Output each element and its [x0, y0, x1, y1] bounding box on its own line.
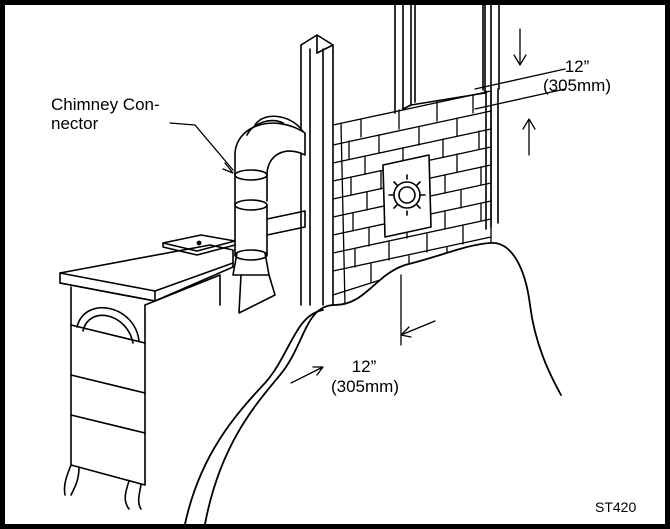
chimney-connector-label: Chimney Con- nector [51, 95, 160, 133]
dimension-top [474, 28, 566, 156]
dimension-top-mm: (305mm) [542, 76, 611, 95]
diagram-frame: Chimney Con- nector 12” (305mm) 12” (305… [5, 5, 665, 524]
dimension-bottom-mm: (305mm) [330, 377, 399, 396]
chimney-connector-pipe [232, 115, 306, 314]
dimension-top-inches: 12” [564, 57, 590, 76]
figure-code: ST420 [595, 499, 637, 515]
cookstove [59, 210, 306, 510]
thimble [382, 154, 432, 238]
installation-diagram [59, 5, 566, 524]
wall-cut-edge [184, 242, 562, 524]
wall-studs [300, 5, 500, 306]
dimension-bottom-inches: 12” [351, 357, 377, 376]
dimension-bottom [290, 274, 436, 384]
callout-leader [169, 122, 234, 174]
